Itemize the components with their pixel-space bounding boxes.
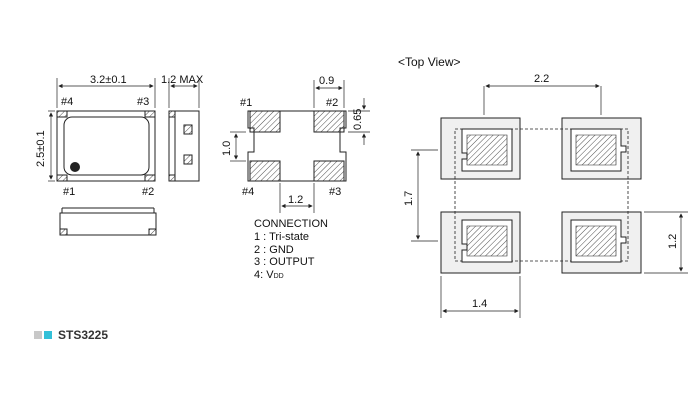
top-view-title: <Top View> [398, 55, 461, 69]
pkg-pin1-label: #1 [63, 186, 75, 198]
bottom-pin4-label: #4 [242, 186, 254, 198]
package-side-profile [168, 110, 200, 182]
pin1-dot [70, 162, 80, 172]
pkg-pin4-label: #4 [61, 96, 73, 108]
pkg-pin2-label: #2 [142, 186, 154, 198]
gap-dim-label: 1.0 [221, 141, 233, 156]
connection-title: CONNECTION [254, 218, 328, 230]
height-dim-label: 2.5±0.1 [35, 130, 47, 167]
pkg-pin3-label: #3 [137, 96, 149, 108]
legend: STS3225 [34, 328, 108, 342]
v-pitch-dim-label: 1.7 [403, 191, 415, 206]
pad-width-dim-label: 0.9 [319, 75, 334, 87]
connection-pin4-sub: DD [273, 273, 284, 281]
pad-width-label: 1.4 [472, 298, 487, 310]
connection-pin3: 3 : OUTPUT [254, 256, 315, 269]
legend-gray-square [34, 331, 42, 339]
connection-pin1: 1 : Tri-state [254, 230, 310, 243]
max-height-dim-label: 1.2 MAX [161, 74, 204, 86]
bottom-pin3-label: #3 [329, 186, 341, 198]
land-pattern [440, 117, 642, 274]
legend-label: STS3225 [58, 328, 109, 342]
connection-table: CONNECTION 1 : Tri-state 2 : GND 3 : OUT… [254, 218, 328, 284]
pad-height-dim-label: 0.65 [352, 109, 364, 130]
h-pitch-dim-label: 2.2 [534, 73, 549, 85]
bottom-pin1-label: #1 [240, 97, 252, 109]
width-dim-label: 3.2±0.1 [90, 74, 127, 86]
legend-cyan-square [44, 331, 52, 339]
connection-pin2: 2 : GND [254, 243, 294, 256]
connection-pin4: 4: VDD [254, 269, 328, 284]
pad-height-label: 1.2 [667, 234, 679, 249]
package-bottom-view [247, 110, 347, 182]
package-top-view [56, 110, 156, 182]
bottom-pin2-label: #2 [326, 97, 338, 109]
connection-pin4-prefix: 4: V [254, 269, 274, 282]
package-front-profile [59, 207, 157, 236]
pitch-dim-label: 1.2 [288, 194, 303, 206]
